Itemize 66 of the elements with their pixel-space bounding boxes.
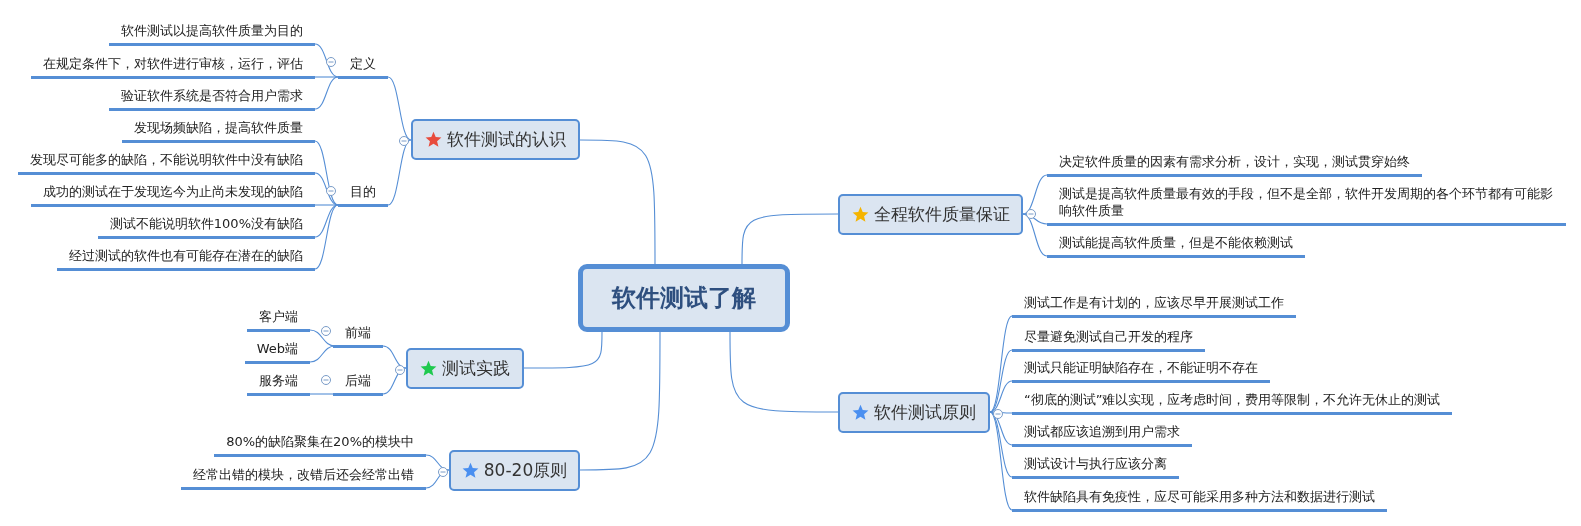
connector-line — [309, 329, 336, 347]
branch-text: 尽量避免测试自己开发的程序 — [1012, 327, 1205, 352]
connector-line — [579, 331, 661, 471]
connector-line — [989, 315, 1013, 413]
branch-text: 经常出错的模块，改错后还会经常出错 — [181, 465, 426, 490]
connector-line — [989, 411, 1013, 446]
connector-line — [741, 213, 839, 265]
topic-box — [838, 194, 1023, 235]
connector-line — [729, 331, 839, 413]
branch-text: 测试设计与执行应该分离 — [1012, 454, 1179, 479]
branch-text: 软件缺陷具有免疫性，应尽可能采用多种方法和数据进行测试 — [1012, 487, 1387, 512]
branch-text: Web端 — [244, 339, 310, 364]
central-topic-box — [578, 264, 790, 332]
connector-line — [314, 140, 339, 206]
connector-line — [314, 76, 339, 78]
connector-line — [1022, 213, 1048, 225]
branch-text: 决定软件质量的因素有需求分析，设计，实现，测试贯穿始终 — [1047, 152, 1422, 177]
connector-line — [309, 345, 336, 363]
connector-line — [387, 76, 412, 141]
connector-line — [579, 139, 656, 265]
branch-text: 软件测试以提高软件质量为目的 — [109, 21, 315, 46]
branch-text: 80%的缺陷聚集在20%的模块中 — [214, 432, 426, 457]
branch-text: 测试能提高软件质量，但是不能依赖测试 — [1047, 233, 1305, 258]
connector-line — [314, 204, 339, 270]
topic-box — [449, 450, 580, 491]
branch-text: 发现尽可能多的缺陷，不能说明软件中没有缺陷 — [18, 150, 315, 175]
topic-box — [406, 348, 524, 389]
topic-text: 全程软件质量保证 — [873, 203, 1010, 226]
branch-text: 测试是提高软件质量最有效的手段，但不是全部，软件开发周期的各个环节都有可能影响软件质量 — [1047, 184, 1566, 226]
branch-text: 测试只能证明缺陷存在，不能证明不存在 — [1012, 358, 1270, 383]
branch-text: 后端 — [333, 371, 383, 396]
connector-line — [382, 345, 407, 369]
branch-text: 经过测试的软件也有可能存在潜在的缺陷 — [57, 246, 315, 271]
branch-text: 在规定条件下，对软件进行审核，运行，评估 — [31, 54, 315, 79]
topic-text: 测试实践 — [442, 357, 510, 380]
topic-box — [411, 119, 580, 160]
connector-line — [425, 454, 450, 471]
branch-text: “彻底的测试”难以实现，应考虑时间，费用等限制，不允许无休止的测试 — [1012, 390, 1453, 415]
branch-text: 发现场频缺陷，提高软件质量 — [122, 118, 315, 143]
connector-line — [382, 367, 407, 395]
branch-text: 服务端 — [247, 371, 310, 396]
branch-text: 客户端 — [247, 307, 310, 332]
connector-line — [387, 139, 412, 206]
branch-text: 测试不能说明软件100%没有缺陷 — [97, 214, 315, 239]
topic-text: 软件测试了解 — [612, 283, 756, 314]
connector-line — [425, 469, 450, 489]
topic-box — [838, 392, 990, 433]
connector-line — [1022, 174, 1048, 215]
branch-text: 测试工作是有计划的，应该尽早开展测试工作 — [1012, 293, 1296, 318]
connector-line — [1022, 213, 1048, 257]
branch-text: 前端 — [333, 323, 383, 348]
branch-text: 目的 — [338, 182, 388, 207]
connector-line — [314, 76, 339, 110]
connector-line — [309, 393, 336, 395]
branch-text: 测试都应该追溯到用户需求 — [1012, 422, 1192, 447]
topic-text: 软件测试的认识 — [447, 128, 566, 151]
connector-line — [523, 331, 603, 369]
branch-text: 定义 — [338, 54, 388, 79]
connector-line — [314, 204, 339, 206]
connector-line — [989, 349, 1013, 413]
connector-line — [989, 411, 1013, 511]
branch-text: 成功的测试在于发现迄今为止尚未发现的缺陷 — [31, 182, 315, 207]
topic-text: 80-20原则 — [483, 459, 568, 482]
topic-text: 软件测试原则 — [874, 401, 976, 424]
branch-text: 验证软件系统是否符合用户需求 — [109, 86, 315, 111]
connector-line — [989, 411, 1013, 414]
